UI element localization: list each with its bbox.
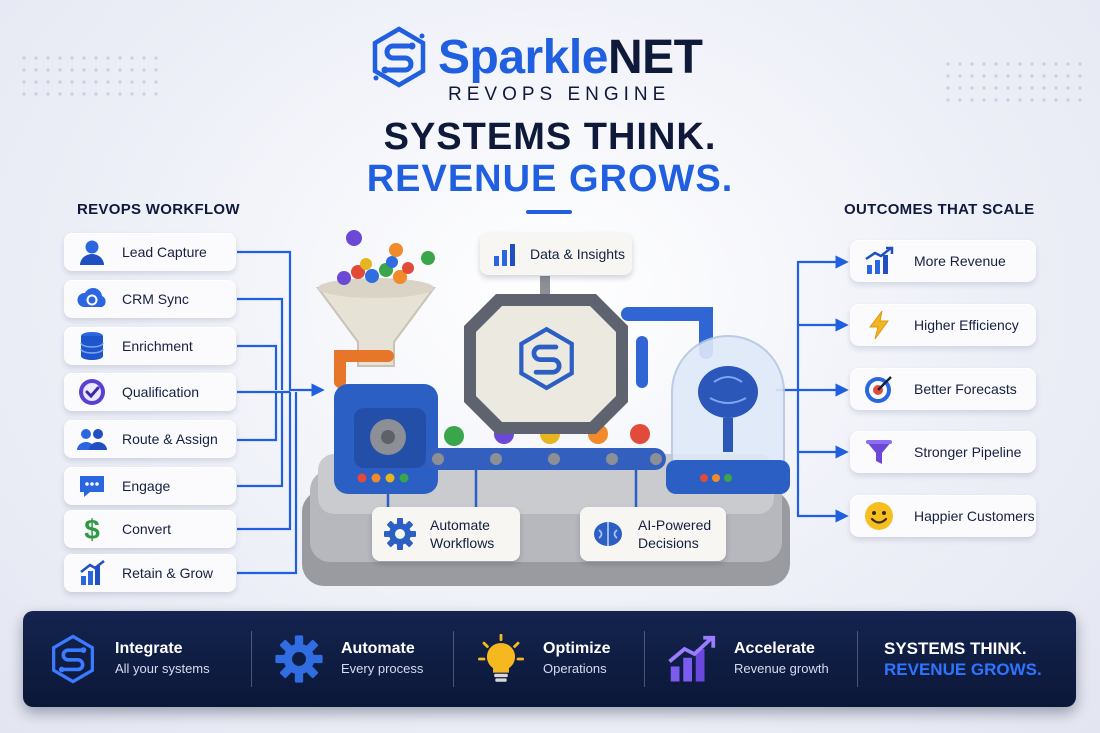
check-badge-icon bbox=[76, 376, 108, 408]
cloud-sync-icon bbox=[76, 283, 108, 315]
ai-decisions-text: AI-Powered Decisions bbox=[638, 517, 712, 551]
workflow-item-retain-grow: Retain & Grow bbox=[64, 554, 236, 592]
workflow-item-label: Qualification bbox=[122, 384, 200, 400]
feature-title: Automate bbox=[341, 640, 415, 657]
outcome-item-more-revenue: More Revenue bbox=[850, 240, 1036, 282]
feature-subtitle: Revenue growth bbox=[734, 661, 829, 676]
smiley-icon bbox=[860, 497, 898, 535]
workflow-item-label: Retain & Grow bbox=[122, 565, 214, 581]
outcomes-title: OUTCOMES THAT SCALE bbox=[844, 201, 1035, 218]
feature-divider bbox=[857, 631, 858, 687]
headline-line1: SYSTEMS THINK. bbox=[383, 116, 717, 158]
svg-text:$: $ bbox=[84, 514, 100, 544]
workflow-item-crm-sync: CRM Sync bbox=[64, 280, 236, 318]
footer-tagline-line2: REVENUE GROWS. bbox=[884, 660, 1042, 679]
feature-subtitle: Operations bbox=[543, 661, 607, 676]
workflow-item-label: Route & Assign bbox=[122, 431, 218, 447]
ai-decisions-label: AI-Powered Decisions bbox=[580, 507, 726, 561]
lightbulb-icon bbox=[475, 633, 527, 685]
network-logo-icon bbox=[47, 633, 99, 685]
funnel-icon bbox=[860, 433, 898, 471]
brand-name: SparkleNET bbox=[438, 30, 703, 85]
brand-name-part1: Sparkle bbox=[438, 31, 608, 84]
connector-lines bbox=[237, 250, 849, 575]
feature-bar: Integrate All your systems Automate Ever… bbox=[23, 611, 1076, 707]
feature-divider bbox=[644, 631, 645, 687]
feature-subtitle: Every process bbox=[341, 661, 424, 676]
dot-pattern-left bbox=[18, 52, 158, 102]
brand-name-part2: NET bbox=[607, 31, 703, 84]
brand-header: SparkleNET REVOPS ENGINE bbox=[368, 26, 728, 106]
outcome-item-label: More Revenue bbox=[914, 253, 1006, 269]
workflow-item-label: Convert bbox=[122, 521, 172, 537]
workflow-item-label: Enrichment bbox=[122, 338, 193, 354]
outcome-item-label: Stronger Pipeline bbox=[914, 444, 1022, 460]
outcome-item-happier-customers: Happier Customers bbox=[850, 495, 1036, 537]
growth-arrow-icon bbox=[666, 633, 718, 685]
outcome-item-higher-efficiency: Higher Efficiency bbox=[850, 304, 1036, 346]
database-icon bbox=[76, 330, 108, 362]
feature-subtitle: All your systems bbox=[115, 661, 210, 676]
brain-icon bbox=[594, 522, 622, 546]
gear-icon bbox=[384, 518, 416, 550]
workflow-item-enrichment: Enrichment bbox=[64, 327, 236, 365]
feature-integrate: Integrate All your systems bbox=[47, 611, 210, 707]
user-icon bbox=[76, 236, 108, 268]
automate-workflows-text: Automate Workflows bbox=[430, 517, 495, 551]
workflow-item-label: Engage bbox=[122, 478, 171, 494]
chat-icon bbox=[76, 470, 108, 502]
outcome-item-label: Higher Efficiency bbox=[914, 317, 1019, 333]
workflow-item-label: Lead Capture bbox=[122, 244, 207, 260]
automate-workflows-label: Automate Workflows bbox=[372, 507, 520, 561]
brand-logo-icon bbox=[372, 26, 426, 88]
bar-chart-icon bbox=[76, 557, 108, 589]
feature-title: Optimize bbox=[543, 640, 611, 657]
gear-icon bbox=[273, 633, 325, 685]
feature-automate: Automate Every process bbox=[273, 611, 423, 707]
workflow-title: REVOPS WORKFLOW bbox=[77, 201, 240, 218]
dot-pattern-right bbox=[942, 58, 1082, 108]
outcome-item-better-forecasts: Better Forecasts bbox=[850, 368, 1036, 410]
revops-machine-illustration bbox=[302, 230, 790, 586]
outcome-item-label: Better Forecasts bbox=[914, 381, 1017, 397]
workflow-item-convert: $ Convert bbox=[64, 510, 236, 548]
dollar-icon: $ bbox=[76, 513, 108, 545]
workflow-item-lead-capture: Lead Capture bbox=[64, 233, 236, 271]
feature-title: Accelerate bbox=[734, 640, 815, 657]
team-icon bbox=[76, 423, 108, 455]
lightning-icon bbox=[860, 306, 898, 344]
workflow-item-route-assign: Route & Assign bbox=[64, 420, 236, 458]
footer-tagline-line1: SYSTEMS THINK. bbox=[884, 639, 1027, 658]
growth-chart-icon bbox=[860, 242, 898, 280]
feature-optimize: Optimize Operations bbox=[475, 611, 611, 707]
outcome-item-stronger-pipeline: Stronger Pipeline bbox=[850, 431, 1036, 473]
data-insights-text: Data & Insights bbox=[530, 246, 625, 262]
headline-line2: REVENUE GROWS. bbox=[366, 158, 734, 200]
feature-divider bbox=[453, 631, 454, 687]
data-insights-label: Data & Insights bbox=[480, 233, 632, 275]
target-icon bbox=[860, 370, 898, 408]
bar-chart-icon bbox=[494, 244, 515, 266]
feature-accelerate: Accelerate Revenue growth bbox=[666, 611, 829, 707]
brand-subtitle: REVOPS ENGINE bbox=[448, 84, 671, 105]
headline-underline bbox=[526, 210, 572, 214]
feature-title: Integrate bbox=[115, 640, 183, 657]
workflow-item-engage: Engage bbox=[64, 467, 236, 505]
feature-divider bbox=[251, 631, 252, 687]
workflow-item-qualification: Qualification bbox=[64, 373, 236, 411]
outcome-item-label: Happier Customers bbox=[914, 508, 1035, 524]
workflow-item-label: CRM Sync bbox=[122, 291, 189, 307]
